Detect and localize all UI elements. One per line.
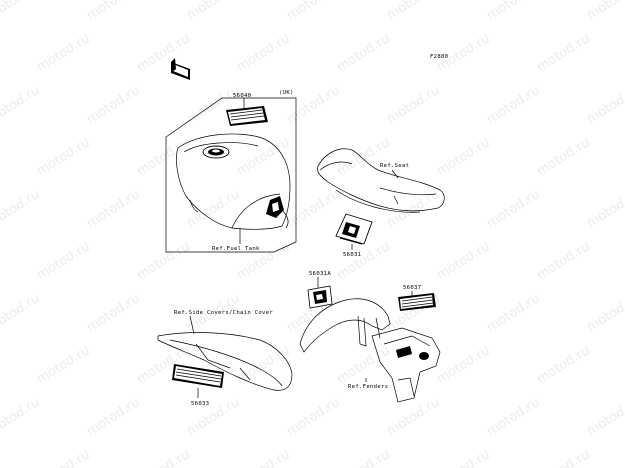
side-cover-drawing — [157, 332, 293, 391]
watermark-text: motod.ru — [0, 187, 43, 231]
watermark-text: motod.ru — [334, 239, 393, 283]
watermark-text: motod.ru — [34, 135, 93, 179]
watermark-text: motod.ru — [0, 395, 43, 439]
fuel-tank-drawing — [176, 133, 291, 230]
watermark-text: motod.ru — [534, 343, 593, 387]
watermark-text: motod.ru — [584, 395, 625, 439]
watermark-text: motod.ru — [434, 135, 493, 179]
ref-fenders-label: Ref.Fenders — [348, 384, 388, 390]
watermark-text: motod.ru — [484, 0, 543, 23]
watermark-text: motod.ru — [84, 0, 143, 23]
decal-56031A — [307, 285, 333, 309]
watermark-text: motod.ru — [584, 83, 625, 127]
watermark-text: motod.ru — [484, 83, 543, 127]
watermark-text: motod.ru — [584, 187, 625, 231]
watermark-text: motod.ru — [384, 395, 443, 439]
part-56040-label: 56040 — [233, 93, 251, 99]
watermark-text: motod.ru — [34, 31, 93, 75]
watermark-text: motod.ru — [584, 291, 625, 335]
watermark-text: motod.ru — [334, 31, 393, 75]
watermark-text: motod.ru — [284, 0, 343, 23]
decal-56037 — [398, 293, 436, 311]
seat-group: Ref.Seat 56031 — [317, 148, 445, 258]
watermark-text: motod.ru — [0, 83, 43, 127]
part-56037-label: 56037 — [403, 285, 421, 291]
watermark-text: motod.ru — [234, 343, 293, 387]
watermark-text: motod.ru — [284, 187, 343, 231]
watermark-text: motod.ru — [0, 291, 43, 335]
watermark-text: motod.ru — [484, 395, 543, 439]
watermark-text: motod.ru — [384, 83, 443, 127]
watermark-text: motod.ru — [34, 447, 93, 468]
watermark-text: motod.ru — [234, 31, 293, 75]
watermark-text: motod.ru — [334, 135, 393, 179]
watermark-text: motod.ru — [284, 395, 343, 439]
watermark-text: motod.ru — [334, 343, 393, 387]
watermark-text: motod.ru — [84, 187, 143, 231]
part-56031A-label: 56031A — [309, 271, 331, 277]
watermark-text: motod.ru — [134, 239, 193, 283]
figure-code: F2880 — [430, 54, 448, 60]
ref-seat-label: Ref.Seat — [380, 163, 409, 169]
watermark-text: motod.ru — [534, 135, 593, 179]
watermark-text: motod.ru — [584, 0, 625, 23]
watermark-text: motod.ru — [84, 83, 143, 127]
watermark-text: motod.ru — [234, 447, 293, 468]
watermark-text: motod.ru — [434, 447, 493, 468]
watermark-text: motod.ru — [84, 395, 143, 439]
decal-56033 — [172, 364, 224, 388]
ref-fuel-tank-label: Ref.Fuel Tank — [212, 246, 260, 252]
watermark-text: motod.ru — [34, 343, 93, 387]
watermark-text: motod.ru — [184, 0, 243, 23]
decal-56031 — [335, 213, 373, 245]
watermark-text: motod.ru — [434, 239, 493, 283]
watermark-text: motod.ru — [484, 187, 543, 231]
watermark-text: motod.ru — [234, 135, 293, 179]
watermark-text: motod.ru — [384, 0, 443, 23]
seat-drawing — [317, 148, 445, 213]
fender-group: 56031A 56037 Ref.Fen — [299, 271, 441, 403]
watermark-text: motod.ru — [0, 0, 43, 23]
watermark-text: motod.ru — [134, 135, 193, 179]
ref-side-covers-label: Ref.Side Covers/Chain Cover — [174, 310, 273, 316]
part-56031-label: 56031 — [343, 252, 361, 258]
watermark-text: motod.ru — [534, 447, 593, 468]
watermark-text: motod.ru — [134, 447, 193, 468]
watermark-text: motod.ru — [484, 291, 543, 335]
front-arrow-icon — [171, 58, 190, 80]
watermark-text: motod.ru — [84, 291, 143, 335]
decal-56040 — [226, 106, 268, 126]
watermark-text: motod.ru — [334, 447, 393, 468]
side-cover-group: Ref.Side Covers/Chain Cover 56033 — [157, 310, 293, 407]
region-label: (UK) — [279, 90, 294, 96]
watermark-text: motod.ru — [534, 31, 593, 75]
watermark-text: motod.ru — [34, 239, 93, 283]
fuel-tank-frame — [165, 97, 297, 253]
part-56033-label: 56033 — [191, 401, 209, 407]
fender-drawing — [299, 298, 441, 403]
watermark-text: motod.ru — [534, 239, 593, 283]
fuel-tank-group: (UK) 56040 Ref.Fuel Tank — [165, 90, 297, 253]
watermark-text: motod.ru — [434, 343, 493, 387]
